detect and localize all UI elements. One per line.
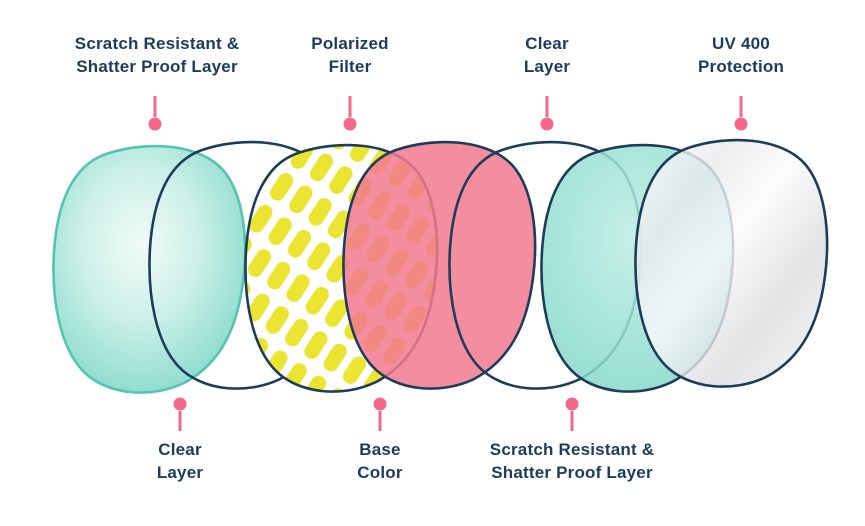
label-line: Layer [156, 463, 204, 482]
label-line: Clear [158, 440, 202, 459]
pointer-dot [565, 397, 579, 411]
label-line: Shatter Proof Layer [491, 463, 653, 482]
pointer-top-polarized-filter [343, 96, 357, 131]
label-line: Scratch Resistant & [74, 34, 240, 53]
pointer-bottom-scratch-resistant [565, 397, 579, 431]
label-line: UV 400 [712, 34, 770, 53]
label-line: Base [359, 440, 401, 459]
label-polarized-filter: Polarized Filter [311, 32, 388, 78]
label-line: Protection [697, 57, 785, 76]
label-clear-layer-bottom: Clear Layer [157, 438, 203, 484]
pointer-dot [734, 117, 748, 131]
label-scratch-resistant-top: Scratch Resistant & Shatter Proof Layer [75, 32, 239, 78]
label-clear-layer-top: Clear Layer [524, 32, 570, 78]
label-line: Filter [328, 57, 372, 76]
label-uv400-protection: UV 400 Protection [698, 32, 784, 78]
pointer-dot [148, 117, 162, 131]
pointer-dot [173, 397, 187, 411]
lens-uv400-protection [634, 138, 829, 388]
label-line: Shatter Proof Layer [76, 57, 238, 76]
label-line: Color [357, 463, 403, 482]
pointer-top-uv400 [734, 96, 748, 131]
pointer-top-scratch-resistant [148, 96, 162, 131]
pointer-bottom-clear-layer [173, 397, 187, 431]
pointer-bottom-base-color [373, 397, 387, 431]
pointer-top-clear-layer [540, 96, 554, 131]
label-line: Layer [523, 57, 571, 76]
pointer-dot [540, 117, 554, 131]
label-line: Clear [525, 34, 569, 53]
label-scratch-resistant-bottom: Scratch Resistant & Shatter Proof Layer [490, 438, 654, 484]
lens-base-color [342, 140, 537, 390]
pointer-dot [373, 397, 387, 411]
label-base-color: Base Color [357, 438, 402, 484]
label-line: Scratch Resistant & [489, 440, 655, 459]
pointer-dot [343, 117, 357, 131]
label-line: Polarized [311, 34, 389, 53]
